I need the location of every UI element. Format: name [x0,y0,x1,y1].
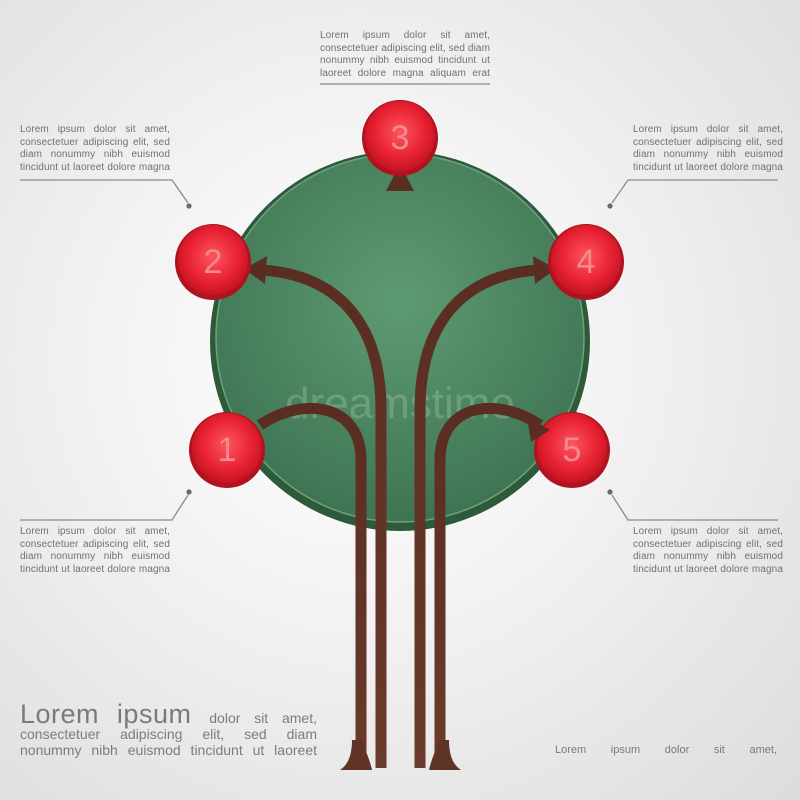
note-line: Lorem ipsum dolor sit amet, [320,30,490,41]
note-line: tincidunt ut laoreet dolore magna [633,161,783,173]
main-text-block: Lorem ipsum dolor sit amet, consectetuer… [20,701,317,759]
note-line: diam nonummy nibh euismod [633,551,783,562]
note-top-right: Lorem ipsum dolor sit amet, consectetuer… [633,124,783,174]
note-line: Lorem ipsum dolor sit amet, [633,124,783,135]
note-line: consectetuer adipiscing elit, sed diam [320,42,491,54]
branches [256,188,544,770]
connector-dot-bottom-left [186,489,192,495]
connector-lines [20,83,778,521]
marker-5: 5 [534,412,610,488]
note-line: consectetuer adipiscing elit, sed [633,136,783,148]
branch-5 [434,402,544,766]
note-bottom-right: Lorem ipsum dolor sit amet, consectetuer… [633,526,783,576]
arrowhead-3 [386,164,414,191]
arrowhead-4 [533,256,556,284]
note-top-left: Lorem ipsum dolor sit amet, consectetuer… [20,124,170,174]
connector-bottom-right [611,494,778,521]
arrowheads [244,164,556,284]
main-first-line-rest: dolor sit amet, [209,710,317,726]
note-line: consectetuer adipiscing elit, sed [20,538,170,550]
marker-3-label: 3 [391,119,410,157]
note-line: tincidunt ut laoreet dolore magna [20,161,170,173]
footer-text: Lorem ipsum dolor sit amet, [555,744,777,756]
note-line: Lorem ipsum dolor sit amet, [20,526,170,537]
marker-4-label: 4 [577,243,596,281]
note-bottom-left: Lorem ipsum dolor sit amet, consectetuer… [20,526,170,576]
connector-dot-bottom-right [607,489,613,495]
note-line: diam nonummy nibh euismod [633,149,783,160]
arrowhead-2 [244,256,267,284]
marker-4: 4 [548,224,624,300]
note-line: diam nonummy nibh euismod [20,551,170,562]
branch-4 [414,264,539,768]
marker-1-label: 1 [218,431,237,469]
connector-dot-top-right [607,203,613,209]
note-top: Lorem ipsum dolor sit amet, consectetuer… [320,30,490,80]
note-line: consectetuer adipiscing elit, sed [20,136,170,148]
main-line-3: nonummy nibh euismod tincidunt ut laoree… [20,742,317,758]
note-line: consectetuer adipiscing elit, sed [633,538,783,550]
branch-2 [261,264,387,768]
main-first-line: Lorem ipsum dolor sit amet, [20,701,317,728]
note-line: Lorem ipsum dolor sit amet, [633,526,783,537]
note-line: tincidunt ut laoreet dolore magna [633,563,783,575]
marker-2: 2 [175,224,251,300]
marker-2-label: 2 [204,243,223,281]
main-heading: Lorem ipsum [20,699,192,729]
marker-5-label: 5 [563,431,582,469]
note-line: laoreet dolore magna aliquam erat [320,67,490,79]
arrowhead-5-visible [527,417,550,442]
trunk-base [340,740,372,770]
connector-dot-top-left [186,203,192,209]
note-line: diam nonummy nibh euismod [20,149,170,160]
connector-top-right [611,179,778,204]
note-line: Lorem ipsum dolor sit amet, [20,124,170,135]
main-line-2: consectetuer adipiscing elit, sed diam [20,726,317,742]
marker-3: 3 [362,100,438,176]
note-line: tincidunt ut laoreet dolore magna [20,563,170,575]
branch-1 [256,402,367,766]
connector-bottom-left [20,494,189,521]
connector-top-left [20,179,189,204]
note-line: nonummy nibh euismod tincidunt ut [320,55,490,66]
marker-1: 1 [189,412,265,488]
